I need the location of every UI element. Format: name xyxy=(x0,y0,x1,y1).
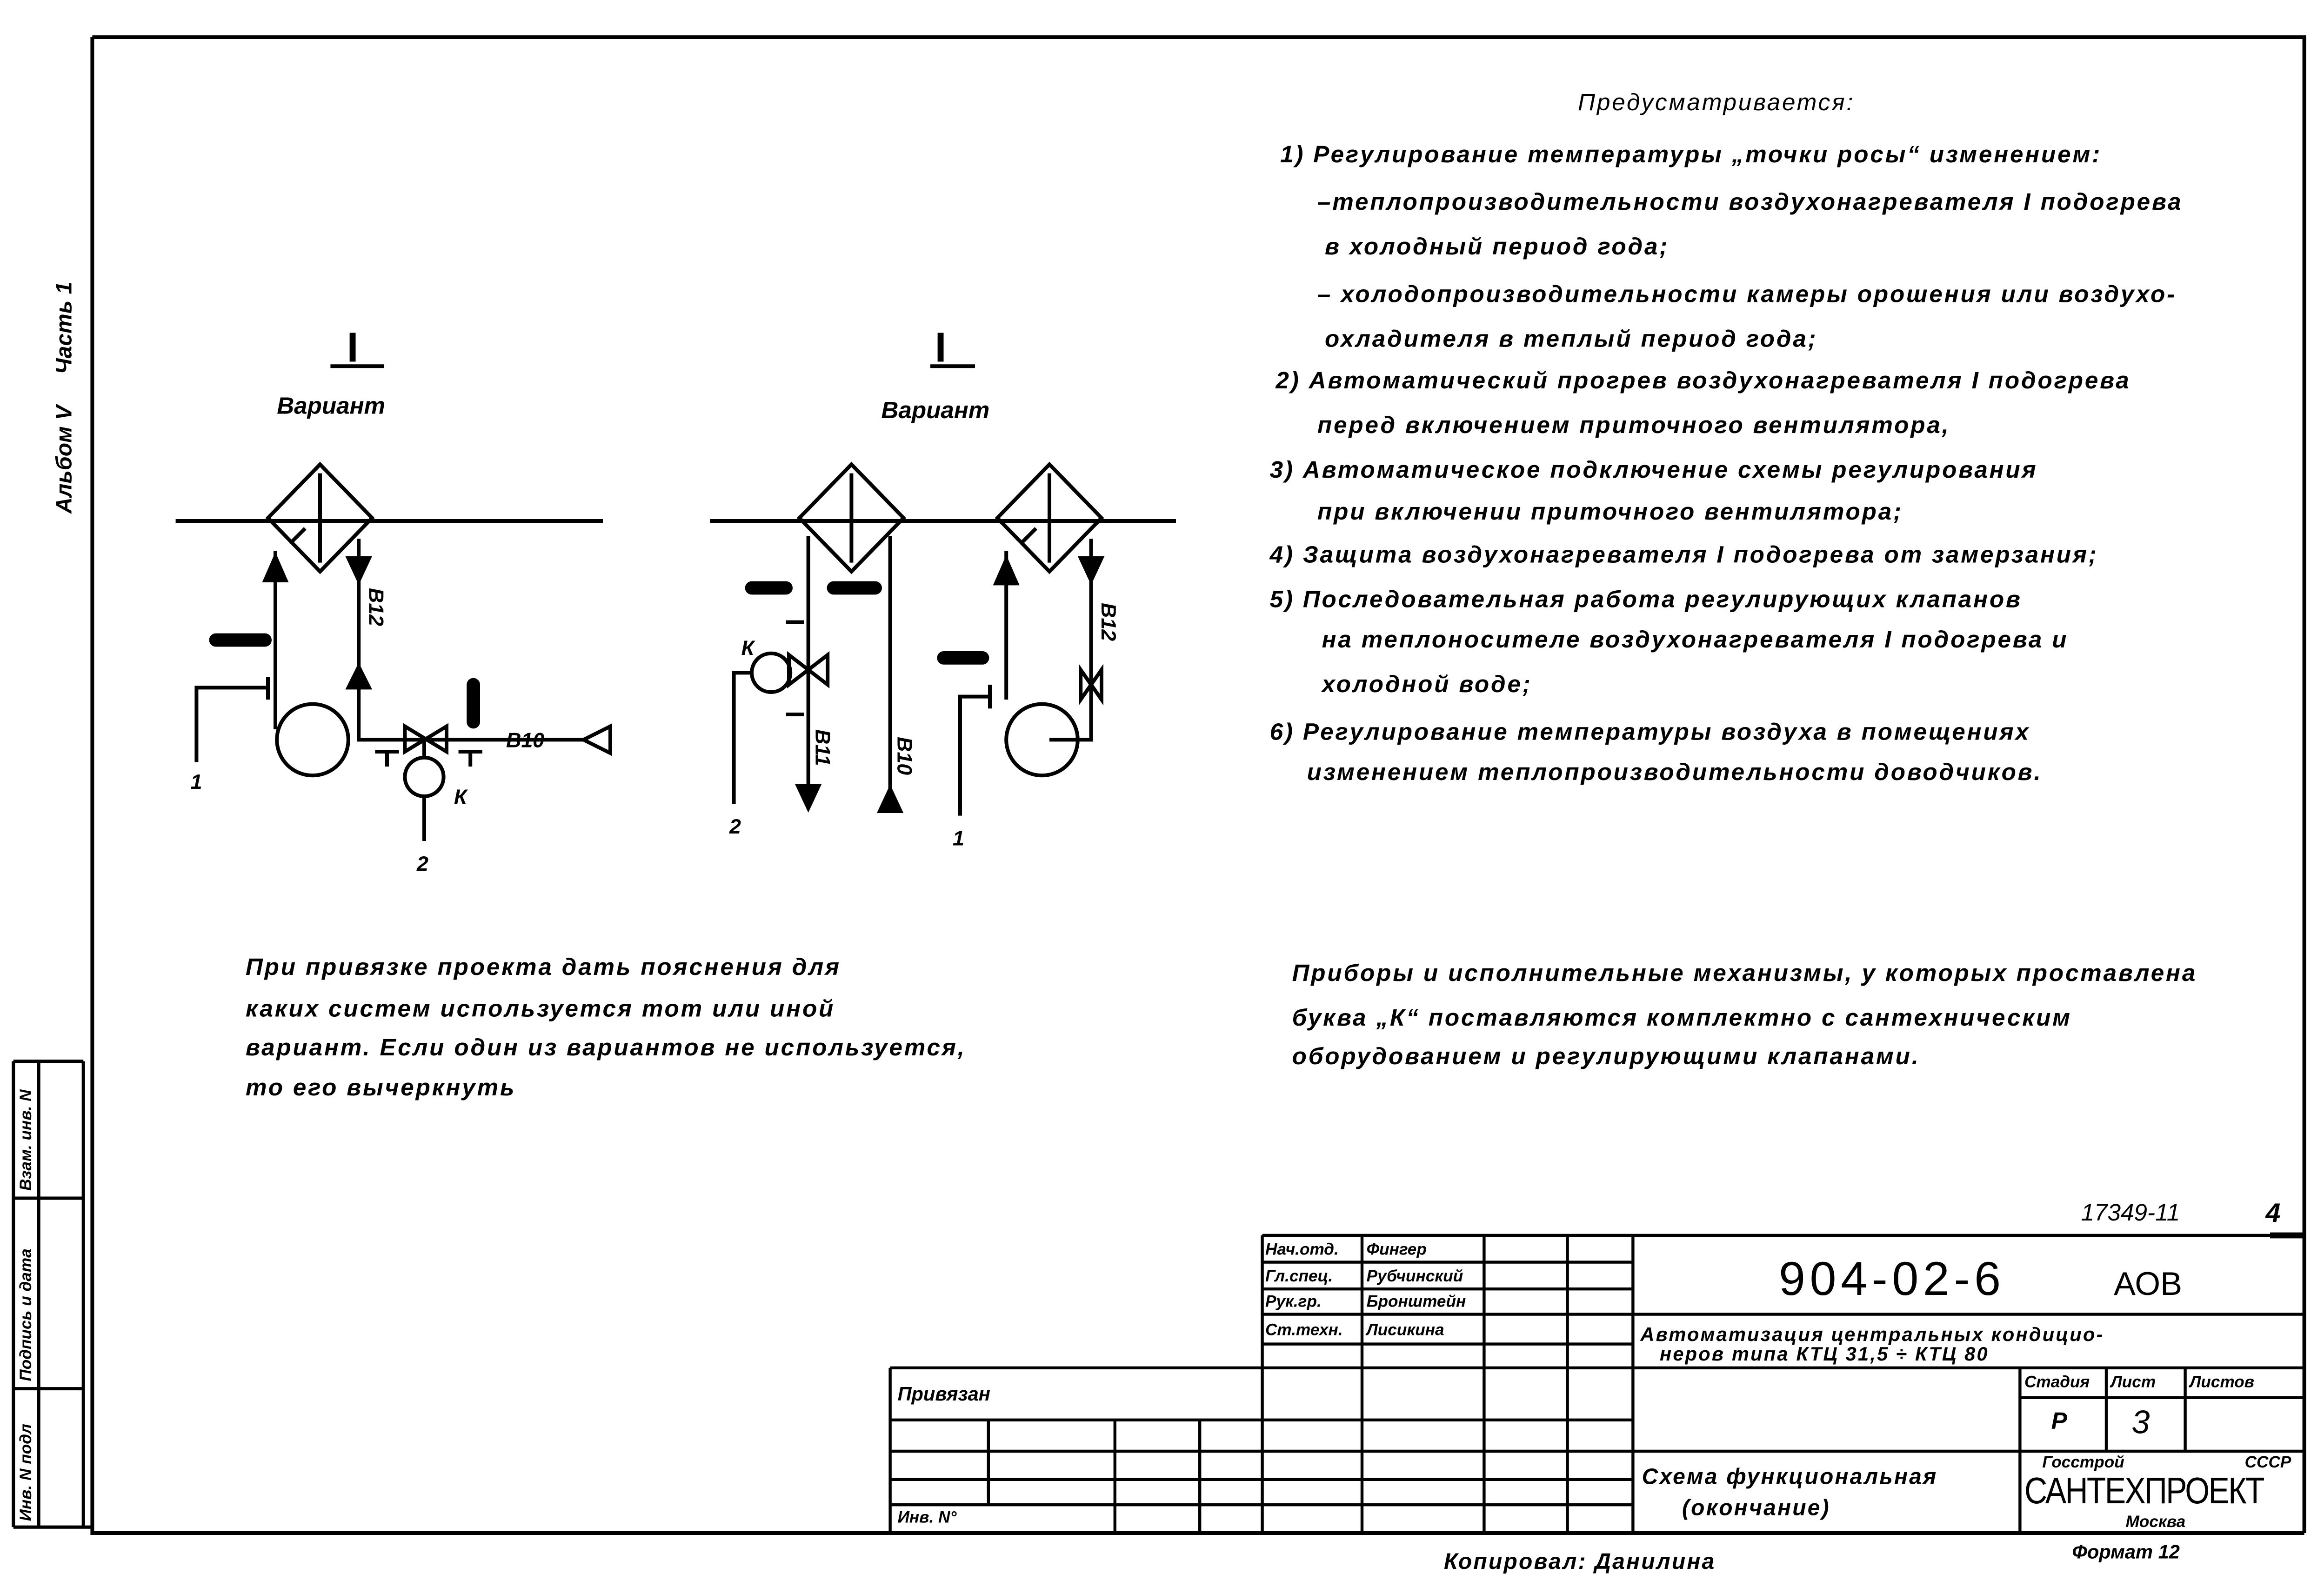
note-line: охладителя в теплый период года; xyxy=(1325,327,1818,353)
document-code: 904-02-6 xyxy=(1779,1252,2005,1306)
album-label: Альбом V xyxy=(52,405,78,514)
note-line: 1) Регулирование температуры „точки росы… xyxy=(1280,143,2102,168)
org-ussr: СССР xyxy=(2244,1454,2291,1472)
sheet-format: Формат 12 xyxy=(2072,1541,2180,1563)
document-suffix: АОВ xyxy=(2114,1265,2183,1302)
right-note-line: буква „К“ поставляются комплектно с сант… xyxy=(1292,1006,2072,1032)
drawing-title-line2: (окончание) xyxy=(1682,1496,1830,1521)
project-title-line1: Автоматизация центральных кондицио- xyxy=(1640,1323,2104,1346)
roman-numeral: I xyxy=(347,324,359,371)
note-line: 5) Последовательная работа регулирующих … xyxy=(1269,588,2022,614)
note-line: 3) Автоматическое подключение схемы регу… xyxy=(1269,458,2038,484)
copied-by: Копировал: Данилина xyxy=(1444,1549,1716,1575)
diagram-left-labels: I Вариант В12 В10 К 1 2 xyxy=(191,324,545,875)
role-group-lead: Рук.гр. xyxy=(1265,1293,1322,1312)
stage-header: Стадия xyxy=(2024,1374,2090,1392)
tag-k: К xyxy=(741,636,756,660)
tag-b11: В11 xyxy=(811,729,835,766)
org-name: САНТЕХПРОЕКТ xyxy=(2024,1470,2265,1513)
left-note-line: каких систем используется тот или иной xyxy=(246,997,835,1023)
part-label: Часть 1 xyxy=(52,281,78,374)
sheet-header: Лист xyxy=(2110,1374,2156,1392)
diagram-left xyxy=(175,364,613,841)
left-note-line: то его вычеркнуть xyxy=(246,1076,516,1101)
roman-numeral: I xyxy=(935,324,947,371)
heat-exchanger-symbol xyxy=(265,461,375,574)
role-senior-tech: Ст.техн. xyxy=(1265,1321,1343,1340)
right-note-line: Приборы и исполнительные механизмы, у ко… xyxy=(1292,961,2197,987)
privyazan-label: Привязан xyxy=(897,1382,990,1405)
name-chief-spec: Рубчинский xyxy=(1366,1268,1463,1286)
tag-b12: В12 xyxy=(365,588,388,626)
pump-circle xyxy=(275,702,350,778)
tag-k: К xyxy=(454,785,468,808)
tag-1: 1 xyxy=(191,770,202,794)
note-line: на теплоносителе воздухонагревателя I по… xyxy=(1322,628,2069,654)
name-group-lead: Бронштейн xyxy=(1366,1293,1466,1312)
tag-2: 2 xyxy=(729,815,741,838)
name-senior-tech: Лисикина xyxy=(1366,1321,1444,1340)
role-chief-spec: Гл.спец. xyxy=(1265,1268,1333,1286)
note-line: изменением теплопроизводительности довод… xyxy=(1307,760,2043,786)
role-head-dept: Нач.отд. xyxy=(1265,1241,1339,1260)
title-block-lines xyxy=(888,1232,2304,1534)
archive-number: 17349-11 xyxy=(2081,1201,2180,1227)
notes-heading: Предусматривается: xyxy=(1578,91,1855,116)
stamp-inv-original: Инв. N подл xyxy=(18,1424,36,1521)
note-line: 4) Защита воздухонагревателя I подогрева… xyxy=(1269,543,2098,569)
stamp-strip-lines xyxy=(12,1060,93,1529)
sheets-header: Листов xyxy=(2190,1374,2255,1392)
arrow-up-icon xyxy=(262,552,289,583)
drawing-title-line1: Схема функциональная xyxy=(1642,1464,1938,1490)
note-line: при включении приточного вентилятора; xyxy=(1317,500,1903,526)
org-gosstroy: Госстрой xyxy=(2042,1454,2124,1472)
note-line: перед включением приточного вентилятора, xyxy=(1317,414,1950,439)
tag-2: 2 xyxy=(416,852,428,875)
note-line: 6) Регулирование температуры воздуха в п… xyxy=(1269,720,2030,746)
side-label: Альбом V Часть 1 xyxy=(52,282,77,514)
sheet-corner-number: 4 xyxy=(2265,1198,2281,1228)
stamp-swap-inv: Взам. инв. N xyxy=(18,1089,36,1191)
variant-label: Вариант xyxy=(277,393,385,419)
diagram-middle-labels: I Вариант В11 В10 В12 К 2 1 xyxy=(729,324,1120,850)
tag-b10: В10 xyxy=(893,737,916,775)
tag-1: 1 xyxy=(953,827,964,850)
note-line: 2) Автоматический прогрев воздухонагрева… xyxy=(1276,369,2131,394)
stage-value: Р xyxy=(2051,1409,2067,1435)
inventory-number-label: Инв. N° xyxy=(897,1509,957,1527)
left-note-line: вариант. Если один из вариантов не испол… xyxy=(246,1036,966,1061)
variant-label: Вариант xyxy=(881,397,989,423)
valve-symbol xyxy=(403,723,449,755)
name-head-dept: Фингер xyxy=(1366,1241,1427,1260)
note-line: в холодный период года; xyxy=(1325,235,1670,260)
org-city: Москва xyxy=(2125,1514,2186,1532)
arrow-down-icon xyxy=(345,556,372,585)
project-title-line2: неров типа КТЦ 31,5 ÷ КТЦ 80 xyxy=(1660,1342,1989,1365)
stamp-signature-date: Подпись и дата xyxy=(18,1248,36,1381)
note-line: – холодопроизводительности камеры орошен… xyxy=(1317,283,2177,308)
diagram-middle xyxy=(710,364,1176,816)
left-note-line: При привязке проекта дать пояснения для xyxy=(246,955,841,981)
sheet-value: 3 xyxy=(2131,1403,2150,1441)
note-line: –теплопроизводительности воздухонагреват… xyxy=(1317,190,2183,216)
note-line: холодной воде; xyxy=(1322,673,1532,698)
tag-b10: В10 xyxy=(506,728,544,752)
right-note-line: оборудованием и регулирующими клапанами. xyxy=(1292,1045,1920,1070)
tag-b12: В12 xyxy=(1097,603,1120,641)
